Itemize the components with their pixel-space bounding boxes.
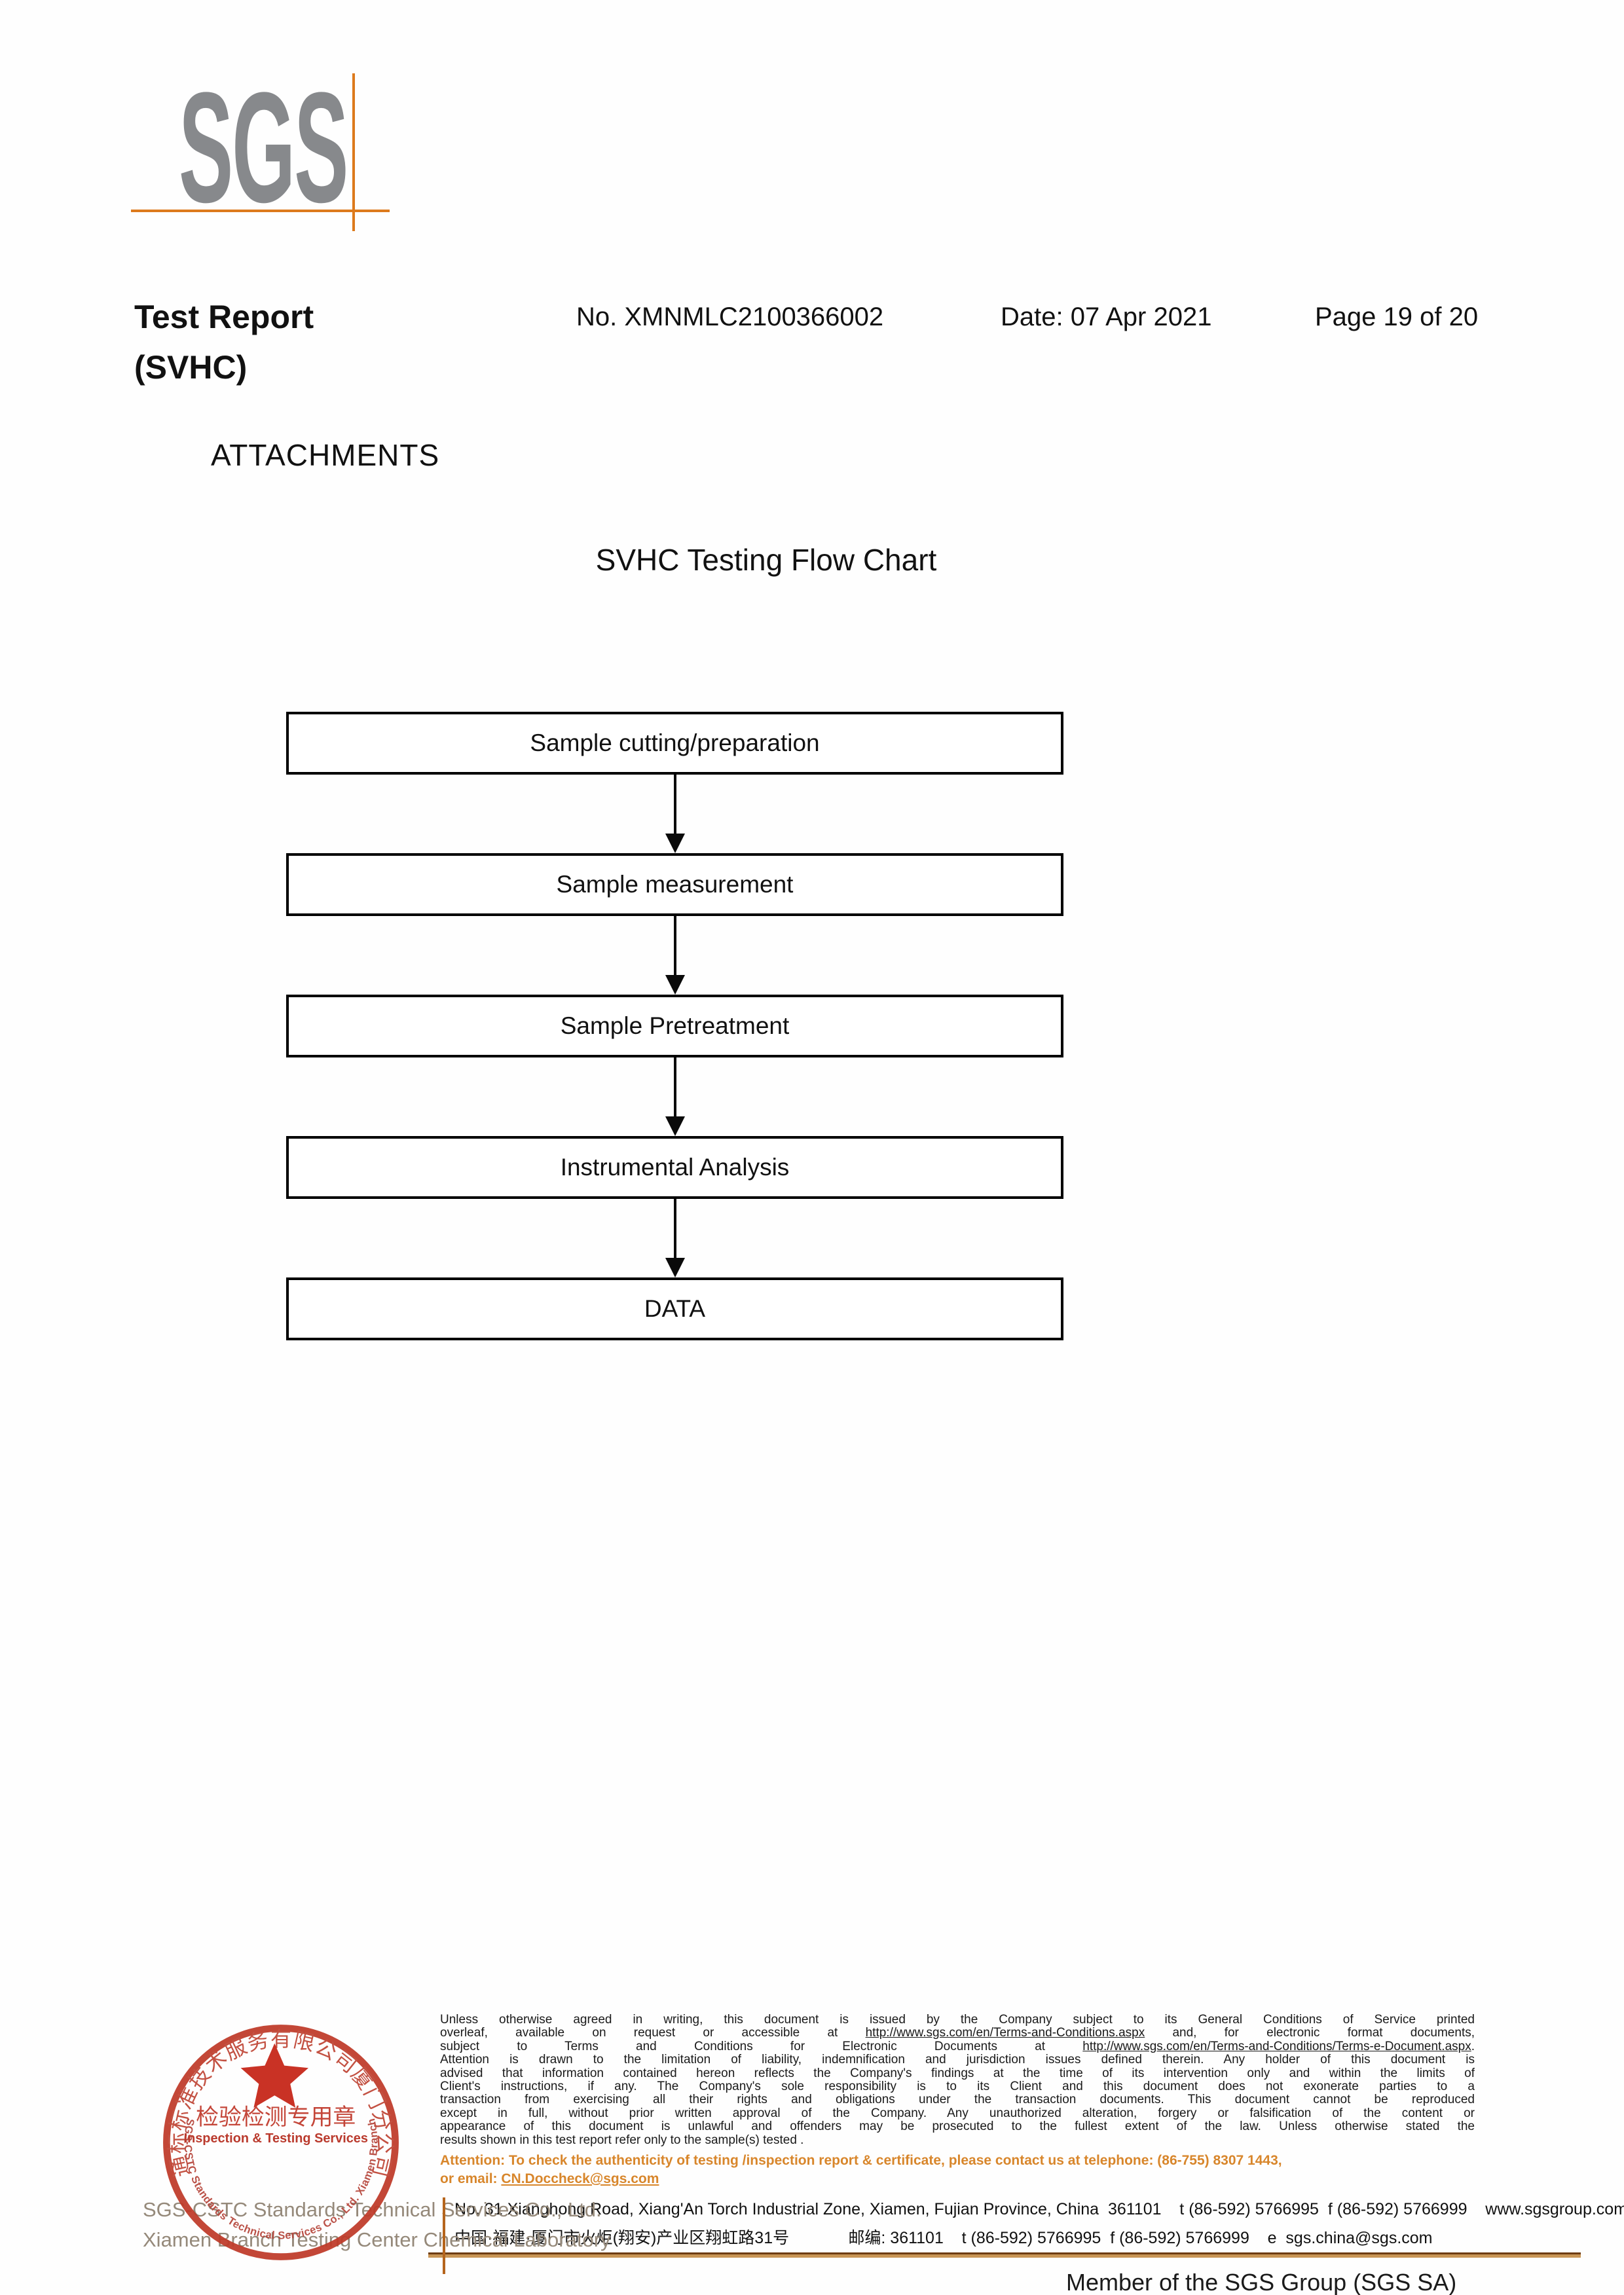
legal-disclaimer-line: Attention is drawn to the limitation of … <box>440 2053 1475 2067</box>
flow-down-arrow-icon <box>665 775 686 853</box>
legal-disclaimer-line: Client's instructions, if any. The Compa… <box>440 2080 1475 2094</box>
flow-step-box: DATA <box>286 1277 1063 1340</box>
stamp-en-label: Inspection & Testing Services <box>184 2131 368 2146</box>
legal-disclaimer-line: subject to Terms and Conditions for Elec… <box>440 2039 1475 2053</box>
flow-step-label: Sample measurement <box>556 871 794 898</box>
lab-company-name: SGS-CSTC Standards Technical Services Co… <box>143 2195 611 2255</box>
flow-arrow-head <box>665 834 685 853</box>
flow-arrow-head <box>665 1116 685 1136</box>
address-divider-line <box>443 2197 445 2274</box>
legal-disclaimer-line: appearance of this document is unlawful … <box>440 2120 1475 2134</box>
attachments-heading: ATTACHMENTS <box>211 438 440 472</box>
flow-down-arrow-icon <box>665 1057 686 1136</box>
stamp-star-icon <box>240 2043 309 2108</box>
flow-step-label: Instrumental Analysis <box>560 1154 790 1181</box>
attention-notice-line1: Attention: To check the authenticity of … <box>440 2153 1282 2168</box>
footer-rule <box>428 2252 1581 2258</box>
flow-step-label: Sample Pretreatment <box>560 1012 790 1039</box>
report-number: No. XMNMLC2100366002 <box>576 303 884 331</box>
legal-disclaimer-line: Unless otherwise agreed in writing, this… <box>440 2013 1475 2027</box>
attention-notice-line2: or email: CN.Doccheck@sgs.com <box>440 2171 659 2186</box>
flow-down-arrow-icon <box>665 916 686 995</box>
logo-horizontal-rule <box>131 210 390 212</box>
svhc-flowchart: Sample cutting/preparation Sample measur… <box>286 712 1063 1340</box>
flow-step-label: Sample cutting/preparation <box>530 729 820 756</box>
flow-arrow-line <box>673 1057 676 1116</box>
sgs-logo: SGS <box>179 60 348 235</box>
report-date: Date: 07 Apr 2021 <box>1001 303 1212 331</box>
legal-disclaimer-line: overleaf, available on request or access… <box>440 2026 1475 2040</box>
flow-arrow-head <box>665 975 685 995</box>
legal-disclaimer-line: transaction from exercising all their ri… <box>440 2093 1475 2107</box>
address-chinese: 中国·福建·厦门市火炬(翔安)产业区翔虹路31号 邮编: 361101 t (8… <box>454 2229 1433 2247</box>
legal-disclaimer-line: advised that information contained hereo… <box>440 2066 1475 2080</box>
flow-step-box: Sample measurement <box>286 853 1063 916</box>
flow-step-box: Instrumental Analysis <box>286 1136 1063 1199</box>
flow-step-label: DATA <box>644 1295 706 1322</box>
address-english: No. 31 Xianghong Road, Xiang'An Torch In… <box>454 2200 1624 2218</box>
page-indicator: Page 19 of 20 <box>1315 303 1479 331</box>
report-subtitle: (SVHC) <box>134 349 248 386</box>
flow-arrow-head <box>665 1258 685 1277</box>
flow-arrow-line <box>673 775 676 834</box>
inspection-testing-stamp: 通标标准技术服务有限公司厦门分公司 SGS-CSTC Standards Tec… <box>163 2025 399 2260</box>
flow-step-box: Sample Pretreatment <box>286 995 1063 1057</box>
logo-vertical-rule <box>352 73 355 231</box>
stamp-cn-label: 检验检测专用章 <box>196 2104 356 2130</box>
legal-disclaimer-line: except in full, without prior written ap… <box>440 2106 1475 2120</box>
flow-down-arrow-icon <box>665 1199 686 1277</box>
legal-disclaimer: Unless otherwise agreed in writing, this… <box>440 2013 1475 2147</box>
legal-disclaimer-line: results shown in this test report refer … <box>440 2133 804 2147</box>
flowchart-title: SVHC Testing Flow Chart <box>595 543 937 577</box>
sgs-membership-note: Member of the SGS Group (SGS SA) <box>1066 2269 1457 2295</box>
stamp-ring <box>163 2025 399 2260</box>
flow-arrow-line <box>673 1199 676 1258</box>
flow-arrow-line <box>673 916 676 975</box>
stamp-arc-top-text: 通标标准技术服务有限公司厦门分公司 <box>165 2027 396 2179</box>
report-title: Test Report <box>134 299 314 335</box>
flow-step-box: Sample cutting/preparation <box>286 712 1063 775</box>
